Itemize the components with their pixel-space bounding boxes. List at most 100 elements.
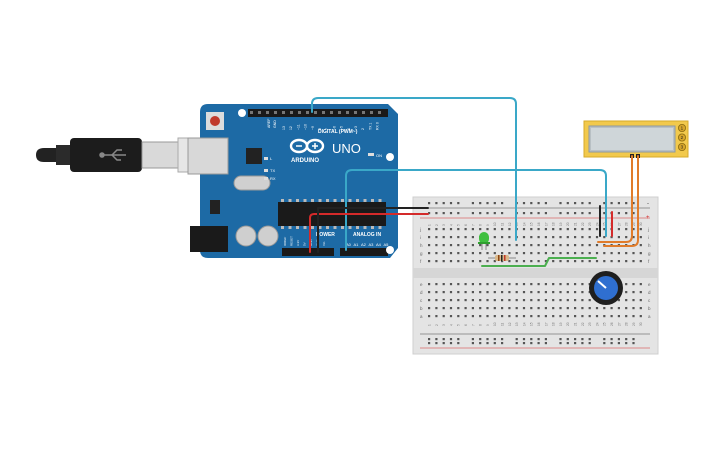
breadboard-hole[interactable] [581,283,584,286]
breadboard-hole[interactable] [544,252,547,255]
breadboard-hole[interactable] [442,244,445,247]
breadboard-hole[interactable] [493,228,496,231]
breadboard-hole[interactable] [449,244,453,247]
breadboard-hole[interactable] [501,244,504,247]
breadboard-hole[interactable] [530,202,533,205]
breadboard-hole[interactable] [464,315,467,318]
breadboard-hole[interactable] [574,212,577,215]
breadboard-hole[interactable] [457,283,460,286]
breadboard-hole[interactable] [544,291,547,294]
breadboard-hole[interactable] [588,315,591,318]
breadboard-hole[interactable] [588,252,591,255]
breadboard-hole[interactable] [632,307,635,310]
breadboard-hole[interactable] [435,212,438,215]
breadboard-hole[interactable] [639,236,642,239]
breadboard-hole[interactable] [486,315,489,318]
breadboard-hole[interactable] [574,342,577,345]
breadboard-hole[interactable] [625,338,628,341]
breadboard-hole[interactable] [566,338,569,341]
breadboard-hole[interactable] [617,307,620,310]
breadboard-hole[interactable] [530,307,533,310]
breadboard-hole[interactable] [442,342,445,345]
breadboard-hole[interactable] [449,291,453,294]
breadboard-hole[interactable] [479,260,482,263]
breadboard-hole[interactable] [552,307,555,310]
breadboard-hole[interactable] [552,244,555,247]
breadboard-hole[interactable] [515,283,518,286]
breadboard-hole[interactable] [442,236,445,239]
breadboard-hole[interactable] [493,244,496,247]
breadboard-hole[interactable] [566,299,569,302]
breadboard-hole[interactable] [544,260,547,263]
breadboard-hole[interactable] [610,338,613,341]
header-pin[interactable] [346,111,349,114]
breadboard-hole[interactable] [603,212,606,215]
breadboard-hole[interactable] [566,307,569,310]
breadboard-hole[interactable] [522,291,526,294]
breadboard-hole[interactable] [493,212,496,215]
breadboard-hole[interactable] [617,299,620,302]
breadboard-hole[interactable] [581,228,584,231]
breadboard-hole[interactable] [449,283,453,286]
breadboard-hole[interactable] [581,315,584,318]
breadboard-hole[interactable] [603,342,606,345]
breadboard-hole[interactable] [617,338,620,341]
breadboard-hole[interactable] [522,342,526,345]
breadboard-hole[interactable] [471,228,474,231]
breadboard-hole[interactable] [508,307,511,310]
breadboard-hole[interactable] [428,260,431,263]
breadboard-hole[interactable] [530,338,533,341]
breadboard-hole[interactable] [479,202,482,205]
breadboard-hole[interactable] [610,260,613,263]
breadboard-hole[interactable] [574,202,577,205]
breadboard-hole[interactable] [632,228,635,231]
breadboard-hole[interactable] [464,260,467,263]
breadboard-hole[interactable] [537,299,540,302]
breadboard-hole[interactable] [625,291,628,294]
breadboard-hole[interactable] [581,244,584,247]
breadboard-hole[interactable] [501,283,504,286]
breadboard-hole[interactable] [603,252,606,255]
breadboard-hole[interactable] [486,291,489,294]
breadboard-hole[interactable] [537,342,540,345]
breadboard-hole[interactable] [639,252,642,255]
breadboard-hole[interactable] [464,291,467,294]
breadboard-hole[interactable] [552,299,555,302]
breadboard-hole[interactable] [435,307,438,310]
breadboard-hole[interactable] [588,212,591,215]
breadboard-hole[interactable] [581,307,584,310]
breadboard-hole[interactable] [522,212,526,215]
breadboard-hole[interactable] [428,244,431,247]
breadboard-hole[interactable] [457,236,460,239]
breadboard-hole[interactable] [574,244,577,247]
breadboard-hole[interactable] [493,315,496,318]
breadboard-hole[interactable] [625,342,628,345]
breadboard-hole[interactable] [595,315,599,318]
breadboard-hole[interactable] [522,228,526,231]
breadboard-hole[interactable] [501,252,504,255]
breadboard-hole[interactable] [435,202,438,205]
breadboard-hole[interactable] [537,202,540,205]
breadboard-hole[interactable] [603,236,606,239]
breadboard-hole[interactable] [595,307,599,310]
breadboard-hole[interactable] [544,283,547,286]
breadboard-hole[interactable] [566,202,569,205]
breadboard-hole[interactable] [471,212,474,215]
breadboard-hole[interactable] [537,283,540,286]
breadboard-hole[interactable] [588,342,591,345]
breadboard-hole[interactable] [632,315,635,318]
header-pin[interactable] [378,111,381,114]
breadboard-hole[interactable] [486,252,489,255]
breadboard-hole[interactable] [471,244,474,247]
breadboard-hole[interactable] [544,338,547,341]
breadboard-hole[interactable] [486,244,489,247]
breadboard-hole[interactable] [442,283,445,286]
header-pin[interactable] [314,111,317,114]
breadboard-hole[interactable] [493,338,496,341]
breadboard-hole[interactable] [588,307,591,310]
breadboard-hole[interactable] [530,283,533,286]
breadboard-hole[interactable] [479,228,482,231]
breadboard-hole[interactable] [479,307,482,310]
breadboard-hole[interactable] [530,260,533,263]
